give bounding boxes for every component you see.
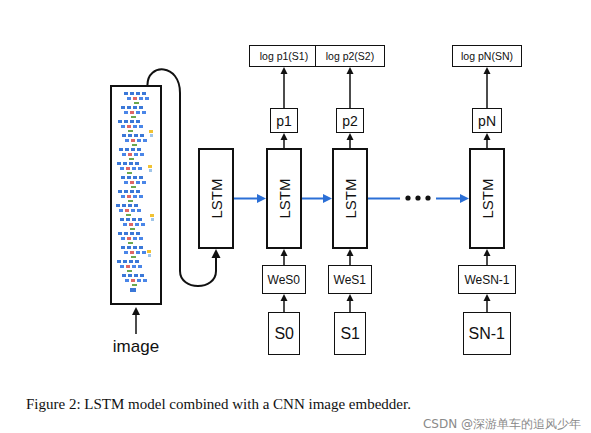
lstm-box: LSTM <box>469 148 505 249</box>
arrow-connector <box>347 294 354 312</box>
arrow-head <box>281 67 288 74</box>
arrow-head <box>257 194 266 203</box>
prob-box: pN <box>472 108 502 133</box>
image-arrow <box>132 307 140 334</box>
arrow-head <box>484 67 491 74</box>
arrow-head <box>347 294 354 301</box>
box-label: pN <box>478 113 496 129</box>
box-label: LSTM <box>208 178 225 218</box>
image-box: image <box>110 85 162 305</box>
arrow-connector <box>234 194 266 203</box>
box-label: log p1(S1) <box>260 50 308 62</box>
arrow-connector <box>484 133 491 148</box>
arrow-head <box>323 194 332 203</box>
arrow-connector <box>302 194 332 203</box>
embedding-box: WeS0 <box>262 265 306 294</box>
arrow-connector <box>347 133 354 148</box>
embedding-box: WeSN-1 <box>458 265 515 294</box>
arrow-head <box>281 133 288 140</box>
word-box: SN-1 <box>463 312 511 355</box>
log-prob-box: log p1(S1) <box>249 45 319 67</box>
arrow-head <box>347 249 354 256</box>
ellipsis-dots <box>405 195 430 200</box>
arrow-head <box>212 249 221 258</box>
arrow-connector <box>281 249 288 265</box>
box-label: LSTM <box>276 178 293 218</box>
arrow-connector <box>484 249 491 265</box>
box-label: WeS0 <box>268 273 300 287</box>
box-label: log p2(S2) <box>326 50 374 62</box>
box-label: S1 <box>340 325 360 343</box>
arrow-head <box>347 67 354 74</box>
arrow-head <box>281 294 288 301</box>
log-prob-box: log pN(SN) <box>452 45 522 67</box>
arrow-connector <box>281 294 288 312</box>
box-label: WeS1 <box>334 273 366 287</box>
box-label: WeSN-1 <box>464 273 509 287</box>
arrow-connector <box>347 67 354 108</box>
box-label: LSTM <box>479 178 496 218</box>
log-prob-box: log p2(S2) <box>315 45 385 67</box>
cnn-layers <box>116 92 154 292</box>
arrow-head <box>347 133 354 140</box>
lstm-box: LSTM <box>332 148 368 249</box>
box-label: S0 <box>274 325 294 343</box>
prob-box: p1 <box>270 108 298 133</box>
arrow-head <box>484 294 491 301</box>
box-label: LSTM <box>342 178 359 218</box>
input-label: image <box>113 337 159 357</box>
prob-box: p2 <box>336 108 364 133</box>
arrow-head <box>484 249 491 256</box>
arrow-head <box>460 194 469 203</box>
box-label: SN-1 <box>469 325 505 343</box>
lstm-box: LSTM <box>266 148 302 249</box>
figure-caption: Figure 2: LSTM model combined with a CNN… <box>26 396 411 413</box>
arrow-connector <box>368 194 469 203</box>
arrow-connector <box>281 67 288 108</box>
arrow-connector <box>347 249 354 265</box>
arrow-connector <box>484 294 491 312</box>
word-box: S0 <box>268 312 300 355</box>
box-label: p1 <box>276 113 292 129</box>
watermark: CSDN @深游单车的追风少年 <box>423 416 581 433</box>
arrow-head <box>281 249 288 256</box>
box-label: log pN(SN) <box>461 50 513 62</box>
arrow-connector <box>484 67 491 108</box>
box-label: p2 <box>342 113 358 129</box>
word-box: S1 <box>334 312 366 355</box>
arrow-head <box>484 133 491 140</box>
embedding-box: WeS1 <box>328 265 372 294</box>
lstm-box: LSTM <box>198 148 234 249</box>
arrow-connector <box>281 133 288 148</box>
